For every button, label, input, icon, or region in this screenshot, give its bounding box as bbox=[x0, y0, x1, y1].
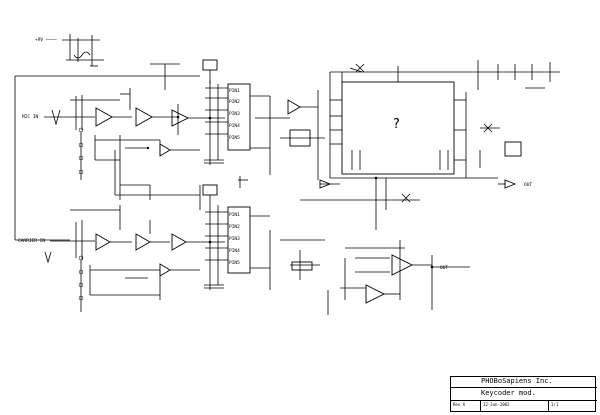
supply-section: +9V ──── bbox=[35, 34, 104, 67]
title-block-company: PHOBoSapiens Inc. bbox=[451, 377, 597, 388]
lower-ic-pin-2: PIN2 bbox=[229, 224, 240, 230]
lower-ic: PIN1 PIN2 PIN3 PIN4 PIN5 bbox=[204, 195, 270, 290]
unknown-block-mark: ? bbox=[393, 117, 400, 132]
upper-ic: PIN1 PIN2 PIN3 PIN4 PIN5 bbox=[202, 59, 270, 165]
title-block-title: Keycoder mod. bbox=[451, 388, 597, 401]
upper-ic-pin-2: PIN2 bbox=[229, 99, 240, 105]
title-block-footer-left: Rev A bbox=[451, 401, 481, 412]
upper-ic-pin-5: PIN5 bbox=[229, 135, 240, 141]
mid-right-out-label: OUT bbox=[524, 182, 532, 188]
upper-input-label: MIC IN bbox=[22, 114, 39, 120]
lower-ic-pin-1: PIN1 bbox=[229, 212, 240, 218]
lower-input-label: CARRIER IN bbox=[18, 238, 45, 244]
supply-label: +9V ──── bbox=[35, 37, 57, 43]
output-label: OUT bbox=[440, 265, 448, 271]
lower-ic-pin-5: PIN5 bbox=[229, 260, 240, 266]
title-block-footer-right: 1/1 bbox=[551, 402, 559, 407]
lower-ic-pin-3: PIN3 bbox=[229, 236, 240, 242]
title-block-footer-mid: 12-Jun-2002 bbox=[481, 401, 549, 412]
title-block: PHOBoSapiens Inc. Keycoder mod. Rev A 12… bbox=[450, 376, 597, 412]
upper-ic-pin-3: PIN3 bbox=[229, 111, 240, 117]
lower-right-opamps: OUT bbox=[327, 240, 470, 315]
upper-ic-pin-1: PIN1 bbox=[229, 88, 240, 94]
lower-input-chain: CARRIER IN bbox=[18, 205, 225, 312]
upper-input-chain: MIC IN bbox=[22, 88, 225, 200]
lower-ic-pin-4: PIN4 bbox=[229, 248, 240, 254]
upper-ic-pin-4: PIN4 bbox=[229, 123, 240, 129]
unknown-block bbox=[329, 66, 498, 179]
